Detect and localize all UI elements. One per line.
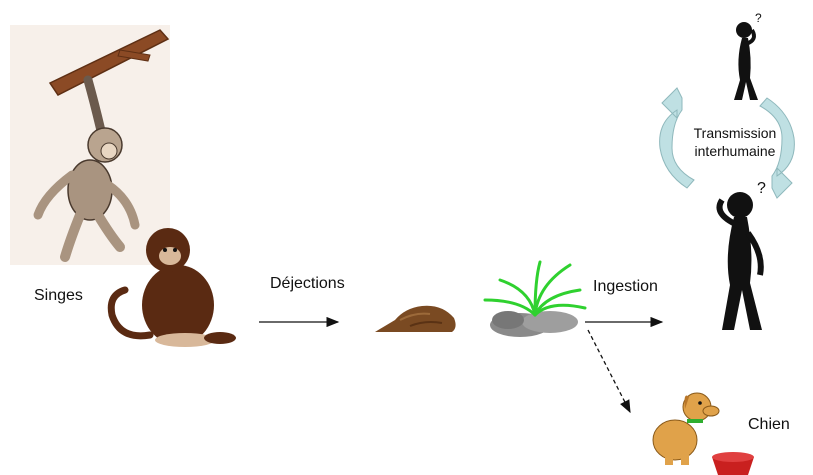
dung-pile-icon [370, 298, 460, 338]
grass-on-rocks-icon [480, 260, 590, 340]
transmission-line1: Transmission [670, 124, 800, 142]
svg-text:?: ? [755, 11, 762, 25]
thinking-person-large-icon: ? [702, 175, 782, 335]
food-bowl-icon [708, 451, 758, 475]
transmission-text: Transmission interhumaine [670, 124, 800, 160]
svg-text:?: ? [757, 180, 766, 197]
arrow-to-dog [588, 330, 630, 412]
transmission-line2: interhumaine [670, 142, 800, 160]
